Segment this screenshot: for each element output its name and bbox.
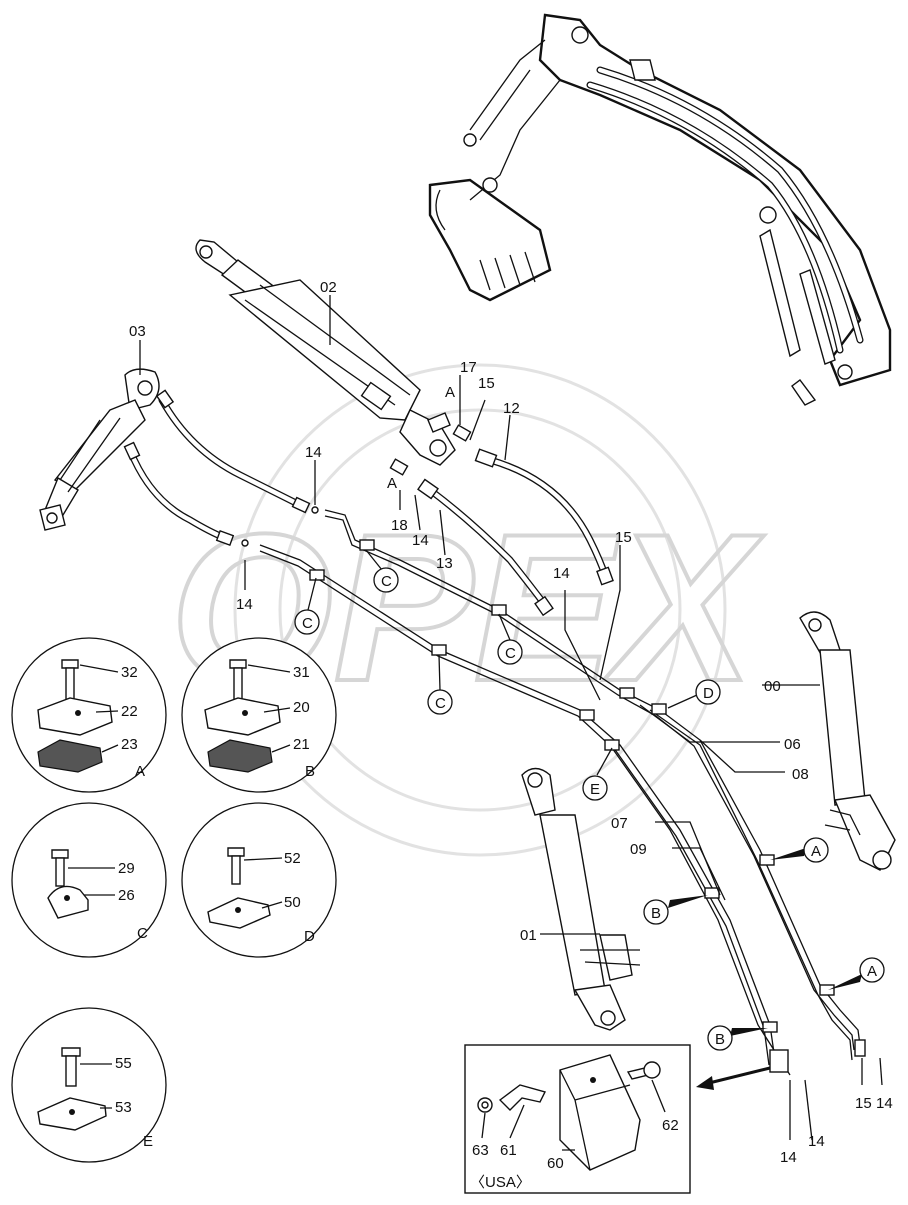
detail-c-clamp-label: 26 [118,887,135,904]
part-label-09: 09 [630,841,647,858]
detail-a-clamp-label: 22 [121,703,138,720]
part-label-08: 08 [792,766,809,783]
hoses-left [123,389,319,547]
cylinder-02 [195,239,456,466]
detail-a: 32 22 23 A [11,637,167,793]
part-label-a-upper: A [445,384,455,401]
part-label-a-lower: A [387,475,397,492]
part-label-15: 15 [855,1095,872,1112]
part-label-18: 18 [391,517,408,534]
callout-c-4 [427,689,453,715]
callout-c-1 [373,567,399,593]
watermark-gear [233,363,727,857]
cylinder-00 [799,611,896,871]
detail-a-letter: A [135,763,145,780]
part-label-62: 62 [662,1117,679,1134]
detail-c-bolt-label: 29 [118,860,135,877]
detail-d-bolt-label: 52 [284,850,301,867]
part-label-03: 03 [129,323,146,340]
part-label-14: 14 [876,1095,893,1112]
part-labels: 02 03 17 15 12 A 14 A 18 14 13 14 15 14 … [129,279,893,1166]
detail-c-letter: C [137,925,148,942]
detail-d-clamp-label: 50 [284,894,301,911]
part-label-00: 00 [764,678,781,695]
hoses-right [389,424,614,617]
detail-d-letter: D [304,928,315,945]
part-label-60: 60 [547,1155,564,1172]
detail-a-pad-label: 23 [121,736,138,753]
part-label-14: 14 [808,1133,825,1150]
callout-c-4-label: C [435,695,446,712]
callout-d-1 [695,679,721,705]
callout-b-2-label: B [715,1031,725,1048]
callouts: C C C C D E A A B B [294,549,885,1051]
detail-b-letter: B [305,763,315,780]
part-label-63: 63 [472,1142,489,1159]
callout-b-1-label: B [651,905,661,922]
callout-a-2-label: A [867,963,877,980]
usa-inset: 62 63 61 60 〈USA〉 [464,1044,771,1194]
callout-c-2-label: C [302,615,313,632]
callout-c-3-label: C [505,645,516,662]
cylinder-01 [521,767,641,1031]
callout-c-3 [497,639,523,665]
detail-b-bolt-label: 31 [293,664,310,681]
part-label-13: 13 [436,555,453,572]
inset-label-usa: 〈USA〉 [470,1174,531,1191]
detail-a-bolt-label: 32 [121,664,138,681]
callout-a-1 [803,837,829,863]
part-label-14: 14 [412,532,429,549]
part-label-14: 14 [236,596,253,613]
part-label-17: 17 [460,359,477,376]
part-label-06: 06 [784,736,801,753]
detail-d: 52 50 D [181,802,337,958]
detail-b-pad-label: 21 [293,736,310,753]
detail-e-bolt-label: 55 [115,1055,132,1072]
callout-c-2 [294,609,320,635]
cover-60 [559,1054,641,1171]
part-label-02: 02 [320,279,337,296]
callout-a-1-label: A [811,843,821,860]
callout-c-1-label: C [381,573,392,590]
part-label-15: 15 [478,375,495,392]
part-label-15: 15 [615,529,632,546]
detail-c: 29 26 C [11,802,167,958]
part-label-01: 01 [520,927,537,944]
part-label-12: 12 [503,400,520,417]
callout-a-2 [859,957,885,983]
excavator-overview [428,13,892,406]
detail-e-clamp-label: 53 [115,1099,132,1116]
detail-e-letter: E [143,1133,153,1150]
callout-d-1-label: D [703,685,714,702]
detail-b: 31 20 21 B [181,637,337,793]
callout-e-1-label: E [590,781,600,798]
callout-e-1 [582,775,608,801]
detail-e: 55 53 E [11,1007,167,1163]
part-label-14: 14 [780,1149,797,1166]
part-label-14: 14 [553,565,570,582]
part-label-61: 61 [500,1142,517,1159]
leader-lines [139,295,883,1141]
detail-b-clamp-label: 20 [293,699,310,716]
cylinder-03 [39,368,160,531]
callout-b-1 [643,899,669,925]
callout-b-2 [707,1025,733,1051]
part-label-07: 07 [611,815,628,832]
part-label-14: 14 [305,444,322,461]
